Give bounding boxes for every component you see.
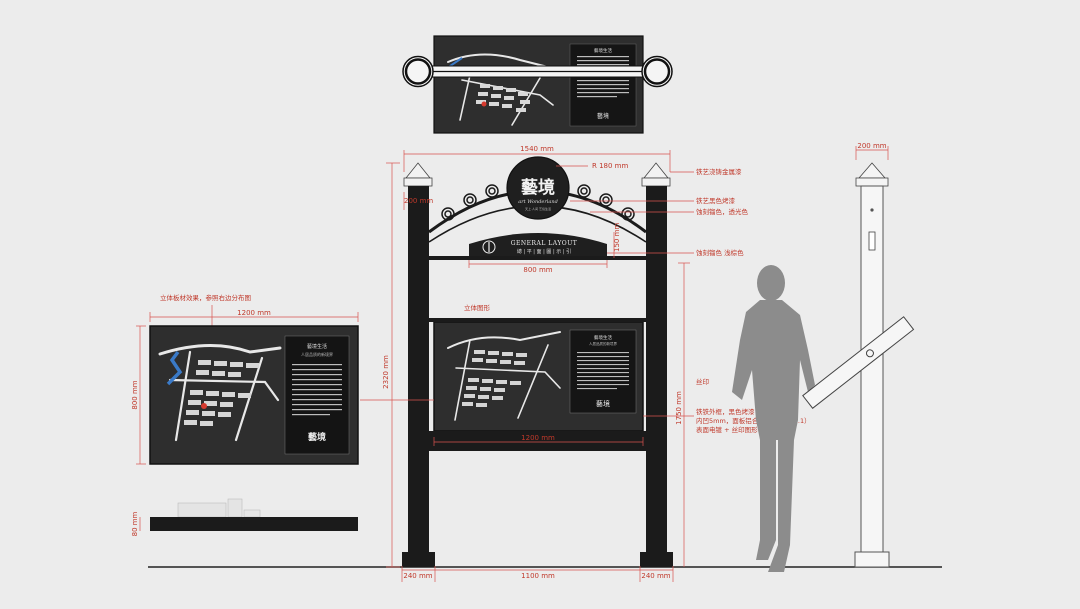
dim-side-panel-thickness: 80 mm — [131, 511, 139, 536]
right-post-finial — [643, 162, 669, 179]
front-elevation: 藝境 art Wonderland 天上·人间 艺境生活 GENERAL LAY… — [148, 156, 942, 568]
dim-crossbar-height: 150 mm — [613, 223, 621, 252]
left-panel-heading: 藝境生活 — [307, 343, 327, 350]
main-panel: 藝境生活 人居品质的新境界 藝境 — [429, 321, 647, 451]
right-post-base — [640, 552, 673, 567]
note-arch-2: 蚀刻镏色，透光色 — [696, 207, 749, 216]
panel-thickness-view: 80 mm — [131, 498, 358, 536]
top-text-heading: 藝境生活 — [594, 47, 612, 54]
logo-subtitle: art Wonderland — [518, 199, 558, 205]
left-post — [402, 162, 435, 567]
side-elevation: 200 mm — [802, 142, 915, 568]
main-panel-map — [447, 331, 561, 421]
note-side-view: 立体板材效果，参照右边分布图 — [160, 293, 251, 302]
main-panel-base — [429, 431, 647, 451]
dim-total-width: 1540 mm — [520, 145, 554, 153]
note-silk: 丝印 — [696, 377, 709, 386]
human-scale-figure — [732, 265, 815, 572]
logo-medallion — [506, 156, 570, 220]
main-map-blocks — [462, 350, 527, 407]
top-plan-view: 藝境生活 藝境 — [402, 35, 673, 134]
right-post — [640, 162, 673, 567]
left-panel-subheading: 人居品质的新境界 — [301, 351, 333, 357]
note-frame-2: 内凹5mm，面板铝合金材料（5D…1） — [696, 416, 811, 425]
top-left-post-cap — [402, 55, 434, 88]
main-panel-logo: 藝境 — [596, 399, 610, 408]
crossbar-sign: GENERAL LAYOUT 總 | 平 | 面 | 圖 | 示 | 引 — [429, 233, 647, 260]
left-map-water — [166, 350, 183, 386]
top-right-post-cap — [641, 55, 673, 88]
annotation-notes: 铁艺浇铸金属漆 铁艺黑色烤漆 蚀刻镏色，透光色 蚀刻镏色 浅棕色 立体图形 丝印… — [360, 167, 811, 434]
dim-arch-height: 200 mm — [404, 197, 433, 205]
note-arch-1: 铁艺黑色烤漆 — [696, 196, 736, 205]
main-panel-text-lines — [577, 352, 629, 390]
front-dimensions: 1540 mm R 180 mm 200 mm 150 mm 800 mm 23… — [382, 145, 690, 582]
left-panel-logo: 藝境 — [308, 431, 326, 443]
note-crossbar: 蚀刻镏色 浅棕色 — [696, 248, 744, 257]
dim-crossbar-width: 800 mm — [523, 266, 552, 274]
dim-side-panel-height: 800 mm — [131, 380, 139, 409]
top-logo-text: 藝境 — [597, 112, 609, 120]
main-panel-text-block — [569, 329, 637, 414]
crossbar-beam — [429, 256, 647, 260]
note-frame-1: 铁铁外框，黑色烤漆 — [696, 407, 755, 416]
left-post-finial — [405, 162, 431, 179]
main-panel-heading: 藝境生活 — [594, 334, 612, 341]
logo-tagline: 天上·人间 艺境生活 — [525, 206, 551, 211]
note-panel-label: 立体图形 — [464, 303, 491, 312]
left-detail-panel: 立体板材效果，参照右边分布图 1200 mm 800 mm — [131, 293, 359, 465]
dim-post-right: 240 mm — [641, 572, 670, 580]
left-panel-text-lines — [292, 364, 342, 416]
top-map-blocks — [476, 84, 530, 112]
logo-text: 藝境 — [521, 177, 555, 198]
note-cap: 铁艺浇铸金属漆 — [696, 167, 742, 176]
left-post-base — [402, 552, 435, 567]
left-map-marker — [201, 403, 207, 409]
crossbar-emblem — [482, 240, 496, 254]
dim-post-left: 240 mm — [403, 572, 432, 580]
arch-scrollwork — [441, 184, 635, 221]
left-panel-map — [158, 344, 282, 442]
left-map-blocks — [184, 360, 259, 426]
dim-post-span: 1100 mm — [521, 572, 555, 580]
main-panel-subheading: 人居品质的新境界 — [589, 341, 617, 346]
dim-side-panel-width: 1200 mm — [237, 309, 271, 317]
arch: 藝境 art Wonderland 天上·人间 艺境生活 — [428, 156, 647, 243]
dim-panel-height: 1750 mm — [675, 391, 683, 425]
dim-panel-width: 1200 mm — [521, 434, 555, 442]
crossbar-title: GENERAL LAYOUT — [511, 240, 578, 247]
dim-side-post: 200 mm — [857, 142, 886, 150]
dim-arch-radius: R 180 mm — [592, 162, 628, 170]
dim-total-height: 2320 mm — [382, 355, 390, 389]
top-map-marker — [481, 101, 487, 107]
note-frame-3: 表面电镀 + 丝印图形 — [696, 425, 758, 434]
crossbar-subtitle: 總 | 平 | 面 | 圖 | 示 | 引 — [517, 248, 571, 255]
side-tilted-panel — [802, 316, 915, 409]
